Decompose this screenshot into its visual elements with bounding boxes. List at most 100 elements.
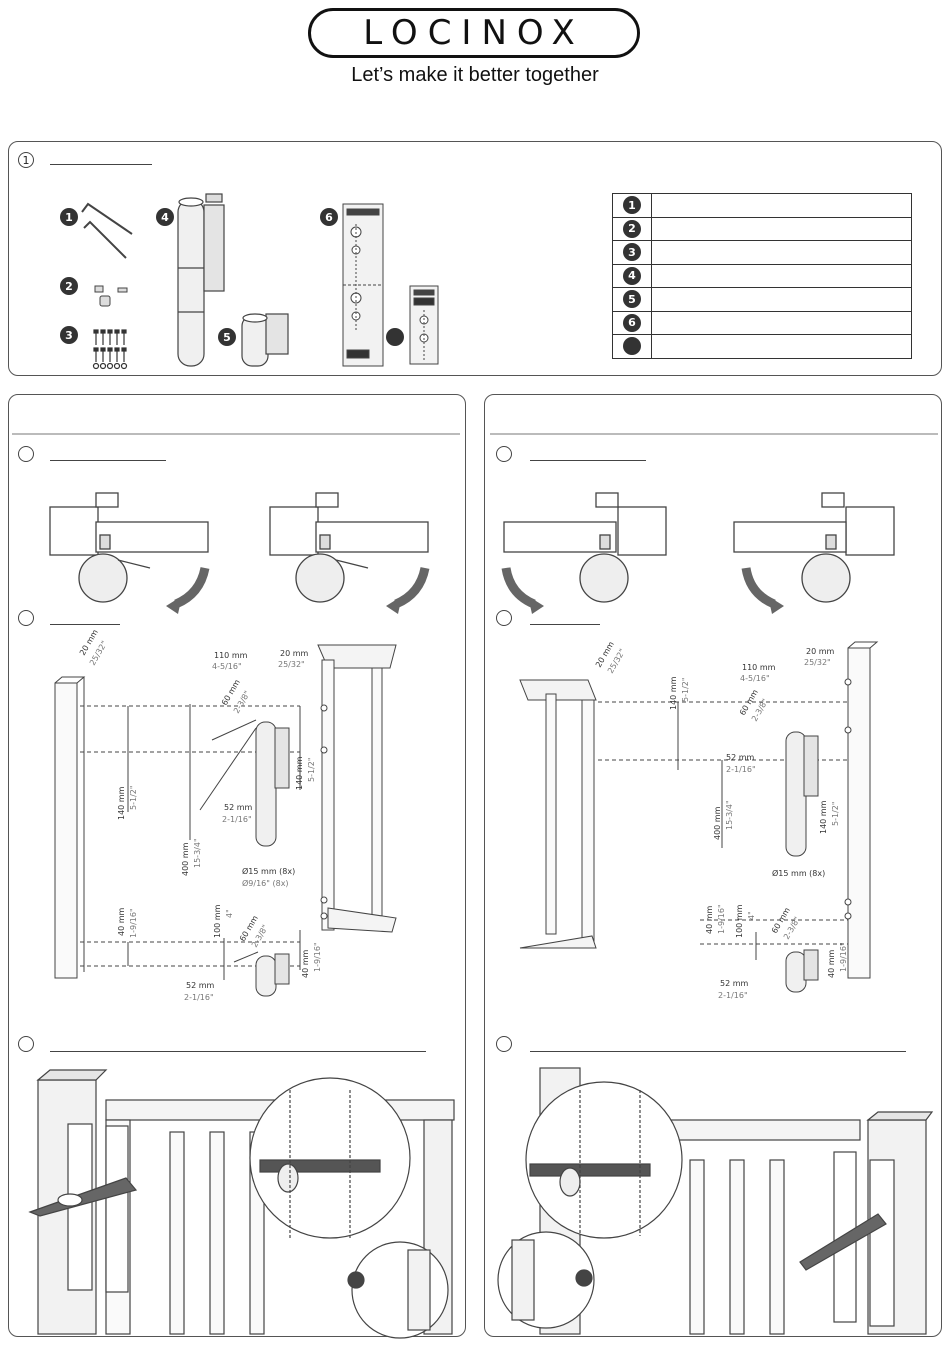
step-line-left-a [50, 460, 166, 461]
dim-label: 2-1/16" [718, 991, 748, 1000]
section-title-line [50, 164, 152, 165]
part-badge-7 [386, 328, 404, 346]
dim-label: Ø15 mm (8x) [772, 868, 825, 878]
dim-label: 400 mm [713, 806, 722, 840]
table-row [612, 334, 912, 359]
top-view-left-2 [269, 492, 430, 614]
dim-label: 1-9/16" [839, 942, 848, 972]
dim-drawing-right [519, 641, 879, 993]
row-badge [623, 337, 641, 356]
part-badge-2: 2 [60, 277, 78, 295]
screws-drawing [92, 329, 128, 370]
step-circle-left-c [18, 1036, 34, 1052]
install-drawing-right [497, 1067, 934, 1335]
dim-label: 140 mm [819, 800, 828, 834]
drill-template-small [409, 285, 439, 365]
row-badge: 1 [623, 196, 641, 215]
step-line-right-c [530, 1051, 906, 1052]
dim-label: 25/32" [278, 660, 305, 669]
step-circle-right-c [496, 1036, 512, 1052]
dim-label: 52 mm [186, 981, 215, 990]
row-badge: 5 [623, 290, 641, 309]
step-circle-left-a [18, 446, 34, 462]
drill-template-large [342, 203, 384, 367]
dim-label: 4" [225, 909, 234, 918]
dim-label: 2-1/16" [222, 815, 252, 824]
dim-label: 2-1/16" [726, 765, 756, 774]
right-install-panel [484, 394, 942, 1337]
dim-label: 1-9/16" [313, 942, 322, 972]
step-line-left-b [50, 624, 120, 625]
parts-table: 1 2 3 4 5 6 [612, 193, 912, 359]
dim-label: 5-1/2" [831, 801, 840, 826]
dim-label: 140 mm [117, 786, 126, 820]
left-install-panel [8, 394, 466, 1337]
step-circle-left-b [18, 610, 34, 626]
dim-label: 52 mm [720, 979, 749, 988]
tagline: Let’s make it better together [351, 64, 599, 86]
dim-label: Ø15 mm (8x) [242, 866, 295, 876]
dim-label: 15-3/4" [725, 800, 734, 830]
dim-label: 20 mm [806, 647, 835, 656]
dim-label: 2-1/16" [184, 993, 214, 1002]
dim-label: 40 mm [705, 905, 714, 934]
top-view-right-1 [501, 492, 667, 614]
table-row: 5 [612, 287, 912, 312]
part-badge-4: 4 [156, 208, 174, 226]
install-drawing-left [28, 1069, 455, 1339]
dim-label: Ø9/16" (8x) [242, 878, 289, 888]
dim-labels-left: 20 mm 25/32" 110 mm 4-5/16" 20 mm 25/32"… [78, 628, 322, 1002]
dim-label: 5-1/2" [129, 785, 138, 810]
small-hinge-drawing [241, 313, 289, 367]
parts-panel [8, 141, 942, 376]
table-row: 6 [612, 310, 912, 335]
dim-label: 4" [747, 911, 756, 920]
part-badge-6: 6 [320, 208, 338, 226]
dim-label: 400 mm [181, 842, 190, 876]
dim-label: 1-9/16" [717, 904, 726, 934]
step-line-left-c [50, 1051, 426, 1052]
step-circle-right-b [496, 610, 512, 626]
step-circle-right-a [496, 446, 512, 462]
dim-label: 20 mm [280, 649, 309, 658]
step-line-right-a [530, 460, 646, 461]
dim-label: 5-1/2" [307, 757, 316, 782]
dim-label: 4-5/16" [212, 662, 242, 671]
dim-label: 110 mm [214, 651, 248, 660]
dim-label: 110 mm [742, 663, 776, 672]
dim-label: 40 mm [827, 949, 836, 978]
allen-keys-drawing [81, 202, 133, 259]
tall-hinge-drawing [177, 193, 225, 367]
table-row: 3 [612, 240, 912, 265]
part-badge-3: 3 [60, 326, 78, 344]
table-row: 4 [612, 263, 912, 288]
part-badge-1: 1 [60, 208, 78, 226]
row-badge: 6 [623, 313, 641, 332]
top-view-right-2 [733, 492, 895, 614]
dim-label: 1-9/16" [129, 908, 138, 938]
dim-label: 140 mm [295, 756, 304, 790]
dim-label: 40 mm [301, 949, 310, 978]
dim-label: 140 mm [669, 676, 678, 710]
dim-label: 40 mm [117, 907, 126, 936]
dim-labels-right: 20 mm 25/32" 140 mm 5-1/2" 110 mm 4-5/16… [594, 640, 848, 1000]
row-badge: 3 [623, 243, 641, 262]
row-badge: 2 [623, 219, 641, 238]
dim-label: 52 mm [224, 803, 253, 812]
section-number: 1 [22, 153, 30, 167]
locinox-logo: LOCINOX [308, 8, 640, 58]
dim-drawing-left [54, 644, 397, 997]
top-view-left-1 [49, 492, 210, 614]
step-line-right-b [530, 624, 600, 625]
dim-label: 100 mm [213, 904, 222, 938]
dim-label: 4-5/16" [740, 674, 770, 683]
dim-label: 5-1/2" [681, 677, 690, 702]
dim-label: 52 mm [726, 753, 755, 762]
dim-label: 25/32" [804, 658, 831, 667]
caps-drawing [94, 285, 128, 307]
dim-label: 100 mm [735, 904, 744, 938]
dim-label: 15-3/4" [193, 838, 202, 868]
logo-text: LOCINOX [363, 13, 585, 53]
part-badge-5: 5 [218, 328, 236, 346]
